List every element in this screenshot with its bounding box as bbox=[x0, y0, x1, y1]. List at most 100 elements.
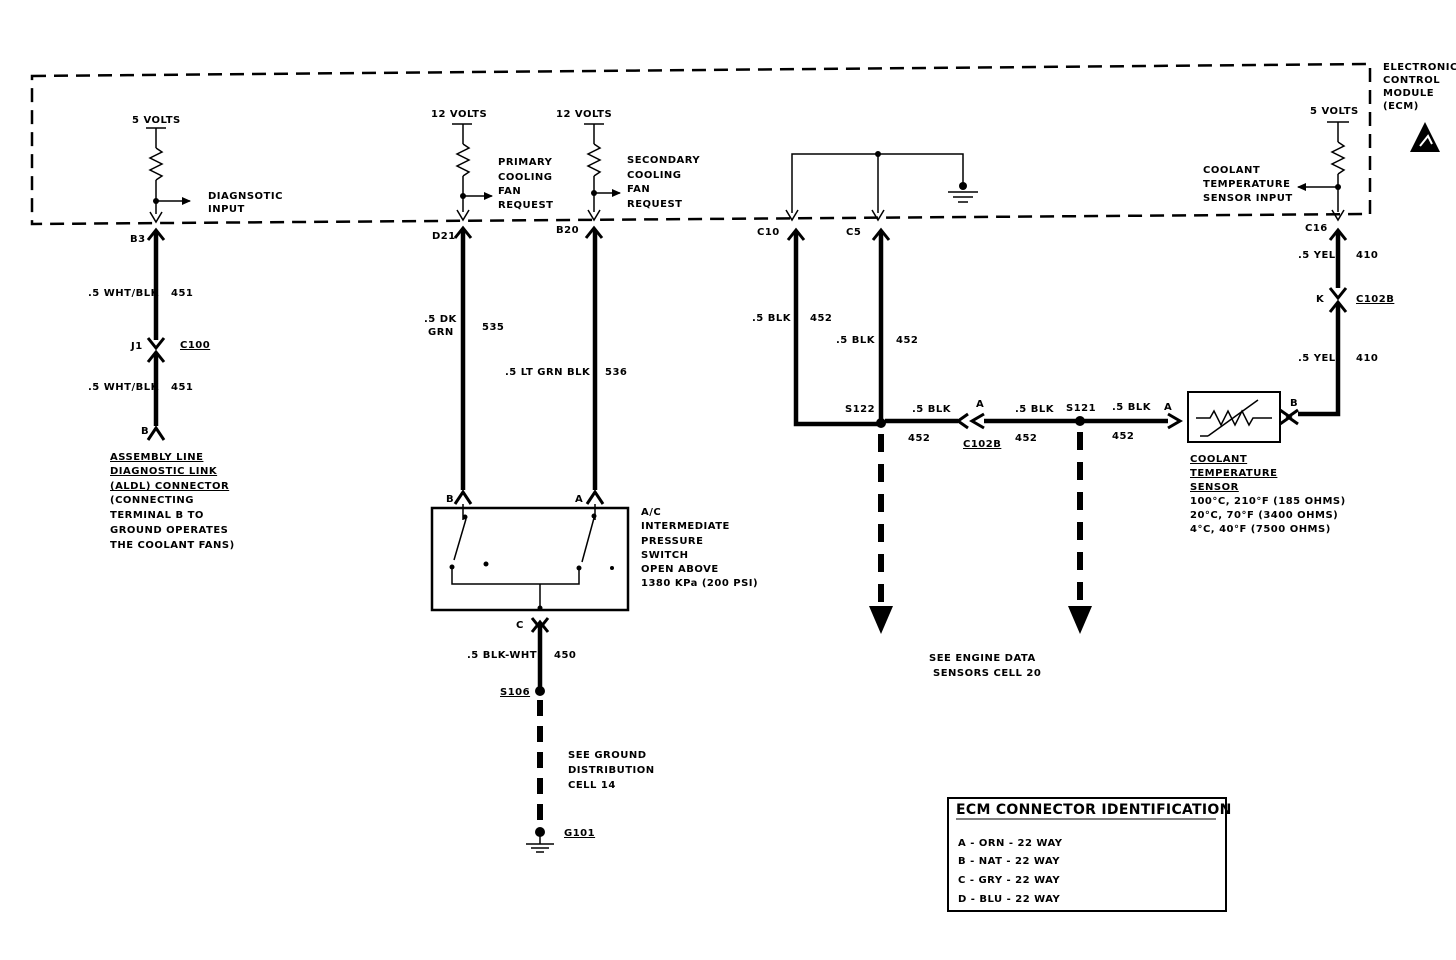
secondary-fan-circuit: 12 VOLTS SECONDARY COOLING FAN REQUEST B… bbox=[505, 109, 700, 490]
ac-switch-line: A/C bbox=[641, 507, 661, 518]
connector-c100 bbox=[146, 349, 166, 363]
diag-input-label: INPUT bbox=[208, 204, 245, 215]
supply-5v-label: 5 VOLTS bbox=[1310, 106, 1359, 117]
ecm-label: ELECTRONIC CONTROL MODULE (ECM) bbox=[1383, 62, 1456, 112]
secondary-fan-label: REQUEST bbox=[627, 199, 683, 210]
connector-c5 bbox=[871, 227, 891, 241]
coolant-sensor-label: COOLANT TEMPERATURE SENSOR 100°C, 210°F … bbox=[1190, 454, 1345, 535]
ecm-label-line: (ECM) bbox=[1383, 101, 1419, 112]
see-ground-label: SEE GROUND DISTRIBUTION CELL 14 bbox=[568, 750, 655, 791]
wire-color-label: .5 WHT/BLK bbox=[88, 288, 160, 299]
wire-number-label: 452 bbox=[1015, 433, 1037, 444]
wire-color-label: .5 YEL bbox=[1298, 353, 1336, 364]
terminal-label: C16 bbox=[1305, 223, 1328, 234]
pullup-resistor bbox=[148, 147, 164, 181]
coolant-sensor-line: 4°C, 40°F (7500 OHMS) bbox=[1190, 524, 1331, 535]
aldl-line: TERMINAL B TO bbox=[110, 510, 204, 521]
wire-number-label: 535 bbox=[482, 322, 504, 333]
wire-color-label: .5 BLK bbox=[912, 404, 952, 415]
secondary-fan-label: COOLING bbox=[627, 170, 682, 181]
aldl-line: DIAGNOSTIC LINK bbox=[110, 466, 218, 477]
supply-5v-label: 5 VOLTS bbox=[132, 115, 181, 126]
aldl-line: THE COOLANT FANS) bbox=[110, 540, 235, 551]
connector-aldl-b bbox=[146, 425, 166, 441]
wire-number-label: 450 bbox=[554, 650, 576, 661]
see-ground-line: CELL 14 bbox=[568, 780, 616, 791]
ac-switch-line: SWITCH bbox=[641, 550, 688, 561]
wire-number-label: 452 bbox=[908, 433, 930, 444]
splice-s106 bbox=[535, 686, 545, 696]
aldl-line: ASSEMBLY LINE bbox=[110, 452, 203, 463]
see-engine-line: SEE ENGINE DATA bbox=[929, 653, 1036, 664]
aldl-line: (ALDL) CONNECTOR bbox=[110, 481, 229, 492]
wire-color-label: .5 BLK bbox=[1015, 404, 1055, 415]
wire-color-label: .5 BLK-WHT bbox=[467, 650, 537, 661]
wire-452-c10 bbox=[793, 232, 880, 427]
primary-fan-label: COOLING bbox=[498, 172, 553, 183]
ac-switch-line: INTERMEDIATE bbox=[641, 521, 730, 532]
primary-fan-label: PRIMARY bbox=[498, 157, 553, 168]
wire-number-label: 452 bbox=[896, 335, 918, 346]
ac-switch-line: OPEN ABOVE bbox=[641, 564, 719, 575]
wire-color-label: .5 BLK bbox=[752, 313, 792, 324]
wire-number-label: 536 bbox=[605, 367, 627, 378]
coolant-temp-sensor: B A COOLANT TEMPERATURE SENSOR 100°C, 21… bbox=[1164, 391, 1345, 535]
legend-item: D - BLU - 22 WAY bbox=[958, 894, 1061, 905]
wire-color-label: .5 WHT/BLK bbox=[88, 382, 160, 393]
terminal-label: B bbox=[141, 426, 149, 437]
wire-color-label: .5 DK bbox=[424, 314, 458, 325]
terminal-label: C bbox=[516, 620, 524, 631]
coolant-sensor-line: TEMPERATURE bbox=[1190, 468, 1277, 479]
wire-number-label: 452 bbox=[1112, 431, 1134, 442]
connector-b20 bbox=[584, 225, 604, 239]
connector-c16 bbox=[1328, 227, 1348, 241]
coolant-input-label: COOLANT bbox=[1203, 165, 1260, 176]
supply-12v-label: 12 VOLTS bbox=[556, 109, 612, 120]
switch-housing bbox=[430, 506, 630, 612]
ecm-label-line: MODULE bbox=[1383, 88, 1434, 99]
ground-label: G101 bbox=[564, 828, 595, 839]
wire-number-label: 410 bbox=[1356, 353, 1378, 364]
diag-input-label: DIAGNSOTIC bbox=[208, 191, 283, 202]
wire-color-label: .5 LT GRN BLK bbox=[505, 367, 591, 378]
connector-label: C102B bbox=[963, 439, 1001, 450]
ecm-boundary bbox=[30, 62, 1372, 226]
legend-item: C - GRY - 22 WAY bbox=[958, 875, 1060, 886]
connector-label: C102B bbox=[1356, 294, 1394, 305]
connector-c102b bbox=[1328, 299, 1348, 313]
splice-label: S121 bbox=[1066, 403, 1096, 414]
connector-label: C100 bbox=[180, 340, 210, 351]
terminal-label: K bbox=[1316, 294, 1325, 305]
ground-icon bbox=[948, 191, 978, 203]
connector-c102b-mid bbox=[969, 412, 985, 430]
legend-title: ECM CONNECTOR IDENTIFICATION bbox=[956, 802, 1232, 818]
diagnostic-circuit: 5 VOLTS DIAGNSOTIC INPUT B3 .5 WHT/BLK 4… bbox=[88, 115, 283, 551]
splice-s122 bbox=[876, 418, 886, 428]
pullup-resistor bbox=[1330, 141, 1346, 175]
sensor-ground-bus: S121 .5 BLK 452 .5 BLK 452 A C102B S122 … bbox=[845, 399, 1168, 679]
terminal-label: A bbox=[1164, 402, 1172, 413]
terminal-label: C5 bbox=[846, 227, 861, 238]
terminal-label: B3 bbox=[130, 234, 146, 245]
aldl-line: (CONNECTING bbox=[110, 495, 194, 506]
splice-label: S122 bbox=[845, 404, 875, 415]
see-engine-line: SENSORS CELL 20 bbox=[933, 668, 1041, 679]
connector-b3 bbox=[146, 227, 166, 241]
terminal-label: D21 bbox=[432, 231, 456, 242]
connector-c bbox=[530, 619, 550, 633]
ac-switch-label: A/C INTERMEDIATE PRESSURE SWITCH OPEN AB… bbox=[641, 507, 758, 589]
sensor-body bbox=[1187, 391, 1281, 443]
primary-fan-label: REQUEST bbox=[498, 200, 554, 211]
terminal-label: J1 bbox=[130, 341, 143, 352]
coolant-input-label: SENSOR INPUT bbox=[1203, 193, 1293, 204]
wire-color-label: .5 YEL bbox=[1298, 250, 1336, 261]
primary-fan-label: FAN bbox=[498, 186, 521, 197]
supply-12v-label: 12 VOLTS bbox=[431, 109, 487, 120]
wire-number-label: 451 bbox=[171, 288, 193, 299]
secondary-fan-label: FAN bbox=[627, 184, 650, 195]
wire-number-label: 452 bbox=[810, 313, 832, 324]
splice-label: S106 bbox=[500, 687, 530, 698]
ground-icon bbox=[526, 836, 554, 853]
see-ground-line: DISTRIBUTION bbox=[568, 765, 655, 776]
